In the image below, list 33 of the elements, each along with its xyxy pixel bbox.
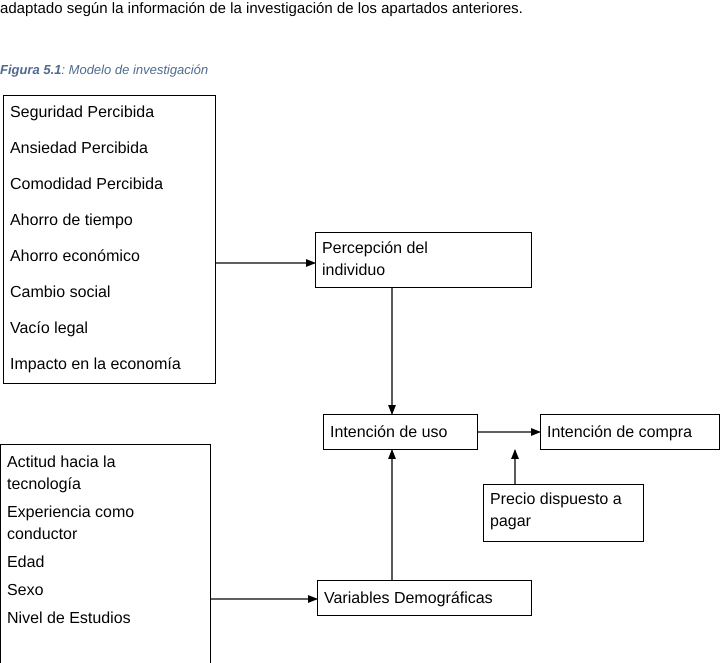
figure-caption: Figura 5.1: Modelo de investigación [0, 61, 208, 79]
factor-label: Variables Demográficas [324, 589, 494, 609]
factor-label: Impacto en la economía [10, 355, 182, 375]
factor-label: Actitud hacia la tecnología [7, 453, 117, 495]
factor-label: Comodidad Percibida [10, 175, 164, 195]
concept-box [483, 484, 644, 542]
factor-label: Precio dispuesto a pagar [490, 490, 623, 532]
concept-box [323, 414, 478, 450]
factor-label: Ahorro de tiempo [10, 211, 134, 231]
arrow [388, 449, 396, 580]
factor-label: Intención de uso [330, 423, 448, 443]
arrow [211, 595, 318, 603]
concept-box [317, 580, 532, 616]
factor-label: Sexo [7, 581, 44, 601]
concept-box [315, 232, 532, 288]
factor-label: Ahorro económico [10, 247, 141, 267]
factor-list-box [0, 444, 211, 663]
factor-label: Cambio social [10, 283, 112, 303]
arrow [388, 288, 396, 415]
body-text: adaptado según la información de la investigación de los apartados anteriores. [0, 0, 523, 18]
arrow [216, 259, 316, 267]
factor-label: Seguridad Percibida [10, 103, 156, 123]
factor-label: Percepción del individuo [322, 239, 429, 281]
factor-label: Nivel de Estudios [7, 609, 132, 629]
factor-label: Experiencia como conductor [7, 503, 136, 545]
arrow [478, 428, 541, 436]
factor-label: Ansiedad Percibida [10, 139, 149, 159]
concept-box [540, 414, 720, 450]
factor-label: Vacío legal [10, 319, 89, 339]
arrow [511, 449, 519, 484]
factor-label: Edad [7, 553, 46, 573]
factor-list-box [3, 95, 216, 384]
factor-label: Intención de compra [547, 423, 693, 443]
